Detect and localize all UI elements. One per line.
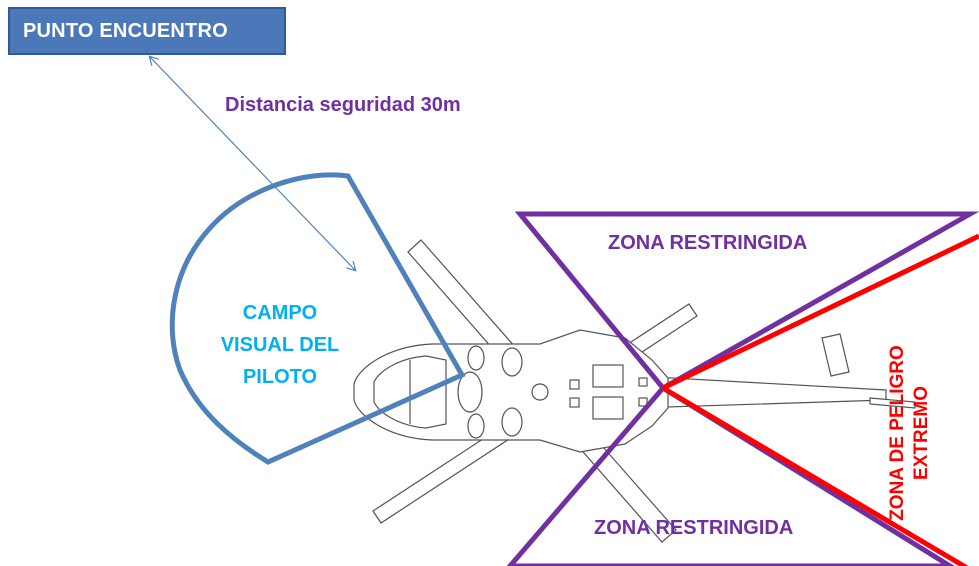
- danger-zone-label: ZONA DE PELIGRO EXTREMO: [886, 338, 934, 528]
- engine-housing: [457, 371, 483, 413]
- pilot-view-sector: [169, 172, 466, 465]
- pilot-view-label: CAMPO VISUAL DEL PILOTO: [195, 297, 365, 393]
- pilot-view-line-2: VISUAL DEL: [220, 334, 340, 356]
- restricted-zone-bottom-label: ZONA RESTRINGIDA: [594, 517, 794, 539]
- tail-fin: [821, 333, 850, 377]
- cabin-door: [592, 364, 624, 388]
- danger-zone-boundary-lower: [661, 385, 969, 566]
- engine-intake: [467, 413, 485, 439]
- pilot-view-line-1: CAMPO: [242, 302, 318, 324]
- cabin-window: [638, 397, 648, 407]
- danger-zone-line-1: ZONA DE PELIGRO: [887, 345, 908, 521]
- cabin-window: [638, 377, 648, 387]
- danger-zone-boundary-upper: [661, 233, 979, 391]
- restricted-zone-top: [514, 211, 979, 392]
- cabin-door: [592, 396, 624, 420]
- engine-cover: [501, 407, 523, 437]
- restricted-zone-bottom: [506, 384, 955, 566]
- rotor-hub: [531, 383, 549, 401]
- meeting-point-label: PUNTO ENCUENTRO: [23, 19, 228, 42]
- safety-distance-label: Distancia seguridad 30m: [225, 94, 461, 116]
- cabin-window: [569, 397, 580, 408]
- danger-zone-line-2: EXTREMO: [911, 386, 932, 480]
- tail-rotor: [869, 397, 916, 409]
- cabin-window: [569, 379, 580, 390]
- pilot-view-line-3: PILOTO: [242, 366, 318, 388]
- safety-distance-arrow: [150, 57, 355, 270]
- restricted-zone-top-label: ZONA RESTRINGIDA: [608, 232, 808, 254]
- engine-cover: [501, 347, 523, 377]
- helicopter-top-view: [353, 239, 916, 543]
- meeting-point-badge: PUNTO ENCUENTRO: [8, 7, 286, 55]
- engine-intake: [467, 345, 485, 371]
